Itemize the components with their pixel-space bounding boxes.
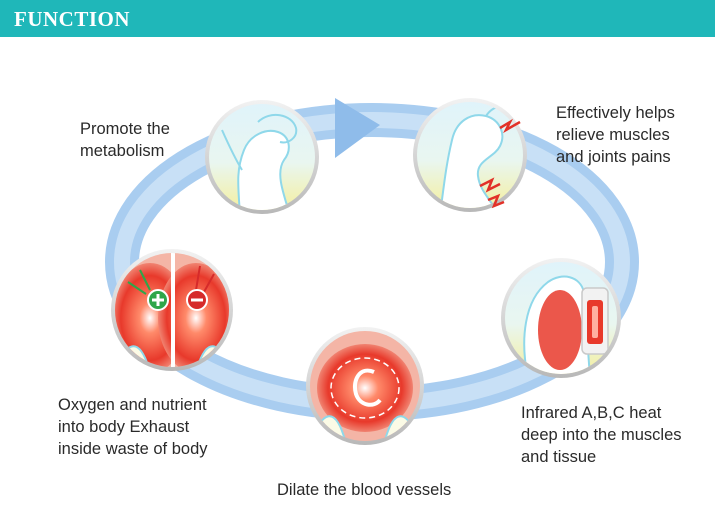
lightning-icon [479, 177, 501, 193]
heating-pad-icon [581, 287, 609, 355]
label-relieve-pains: Effectively helps relieve muscles and jo… [556, 102, 706, 168]
label-line: into body Exhaust [58, 418, 190, 436]
label-line: inside waste of body [58, 440, 208, 458]
label-line: metabolism [80, 142, 165, 160]
label-line: and tissue [521, 448, 597, 466]
label-metabolism: Promote the metabolism [80, 118, 210, 162]
oxygen-nutrient-illustration [111, 249, 233, 371]
label-line: Promote the [80, 120, 170, 138]
plus-icon [147, 289, 169, 311]
infrared-pad-illustration [501, 258, 621, 378]
label-line: relieve muscles [556, 126, 670, 144]
label-dilate-vessels: Dilate the blood vessels [277, 479, 507, 501]
lightning-icon [487, 193, 505, 209]
lightning-icon [499, 118, 521, 134]
minus-icon [186, 289, 208, 311]
label-line: and joints pains [556, 148, 671, 166]
metabolism-illustration [205, 100, 319, 214]
label-line: deep into the muscles [521, 426, 682, 444]
label-line: Infrared A,B,C heat [521, 404, 662, 422]
label-oxygen-nutrient: Oxygen and nutrient into body Exhaust in… [58, 394, 258, 460]
label-infrared-heat: Infrared A,B,C heat deep into the muscle… [521, 402, 711, 468]
label-line: Dilate the blood vessels [277, 481, 452, 499]
header-bar: FUNCTION [0, 0, 715, 37]
blood-vessel-illustration [306, 327, 424, 445]
label-line: Effectively helps [556, 104, 675, 122]
label-line: Oxygen and nutrient [58, 396, 207, 414]
pain-relief-illustration [413, 98, 527, 212]
header-title: FUNCTION [14, 7, 131, 31]
